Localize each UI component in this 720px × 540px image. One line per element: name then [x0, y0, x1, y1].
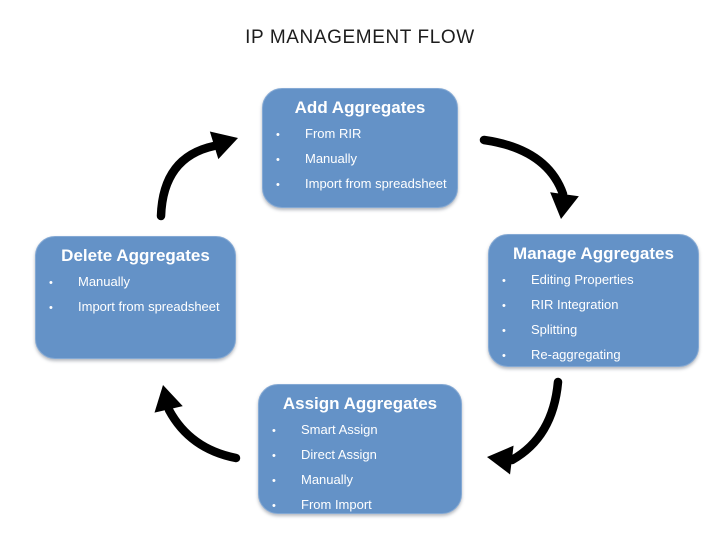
node-manage-aggregates: Manage Aggregates • Editing Properties •…: [488, 234, 699, 367]
node-assign-aggregates: Assign Aggregates • Smart Assign • Direc…: [258, 384, 462, 514]
bullet-icon: •: [272, 450, 276, 462]
bullet-list: • Editing Properties • RIR Integration •…: [489, 268, 698, 366]
bullet-list: • Smart Assign • Direct Assign • Manuall…: [259, 418, 461, 513]
list-item-label: From Import: [301, 497, 372, 512]
list-item-label: Import from spreadsheet: [305, 176, 447, 191]
arrow-assign-to-delete-icon: [154, 385, 241, 463]
bullet-icon: •: [272, 475, 276, 487]
list-item: • Editing Properties: [489, 268, 692, 293]
list-item: • Smart Assign: [259, 418, 455, 443]
node-title: Manage Aggregates: [513, 244, 674, 263]
list-item-label: Manually: [305, 151, 358, 166]
bullet-icon: •: [502, 275, 506, 287]
arrow-manage-to-assign-icon: [487, 377, 563, 475]
list-item: • Manually: [36, 270, 229, 295]
arrow-add-to-manage-icon: [479, 135, 579, 219]
list-item: • Import from spreadsheet: [263, 172, 451, 197]
node-title: Delete Aggregates: [61, 246, 210, 265]
list-item: • Import from spreadsheet: [36, 295, 229, 320]
list-item: • Manually: [259, 468, 455, 493]
bullet-icon: •: [49, 277, 53, 289]
list-item: • From Import: [259, 493, 455, 513]
bullet-icon: •: [276, 179, 280, 191]
list-item-label: Manually: [78, 274, 131, 289]
list-item-label: Re-aggregating: [531, 347, 621, 362]
bullet-icon: •: [276, 154, 280, 166]
list-item: • Direct Assign: [259, 443, 455, 468]
bullet-icon: •: [272, 500, 276, 512]
list-item-label: From RIR: [305, 126, 362, 141]
bullet-icon: •: [502, 325, 506, 337]
list-item-label: Manually: [301, 472, 354, 487]
node-title: Assign Aggregates: [282, 394, 438, 413]
node-title: Add Aggregates: [294, 98, 426, 117]
bullet-icon: •: [272, 425, 276, 437]
list-item: • Re-aggregating: [489, 343, 692, 366]
bullet-icon: •: [502, 300, 506, 312]
list-item-label: Import from spreadsheet: [78, 299, 220, 314]
list-item-label: Editing Properties: [531, 272, 634, 287]
page-title: IP MANAGEMENT FLOW: [245, 27, 475, 48]
bullet-list: • Manually • Import from spreadsheet: [36, 270, 235, 320]
bullet-list: • From RIR • Manually • Import from spre…: [263, 122, 457, 197]
list-item: • From RIR: [263, 122, 451, 147]
list-item: • Manually: [263, 147, 451, 172]
node-add-aggregates: Add Aggregates • From RIR • Manually • I…: [262, 88, 458, 208]
list-item-label: Splitting: [531, 322, 578, 337]
bullet-icon: •: [276, 129, 280, 141]
bullet-icon: •: [502, 350, 506, 362]
bullet-icon: •: [49, 302, 53, 314]
node-delete-aggregates: Delete Aggregates • Manually • Import fr…: [35, 236, 236, 359]
list-item-label: Smart Assign: [301, 422, 378, 437]
list-item-label: Direct Assign: [301, 447, 377, 462]
arrow-delete-to-add-icon: [156, 131, 238, 221]
list-item: • Splitting: [489, 318, 692, 343]
list-item-label: RIR Integration: [531, 297, 619, 312]
list-item: • RIR Integration: [489, 293, 692, 318]
